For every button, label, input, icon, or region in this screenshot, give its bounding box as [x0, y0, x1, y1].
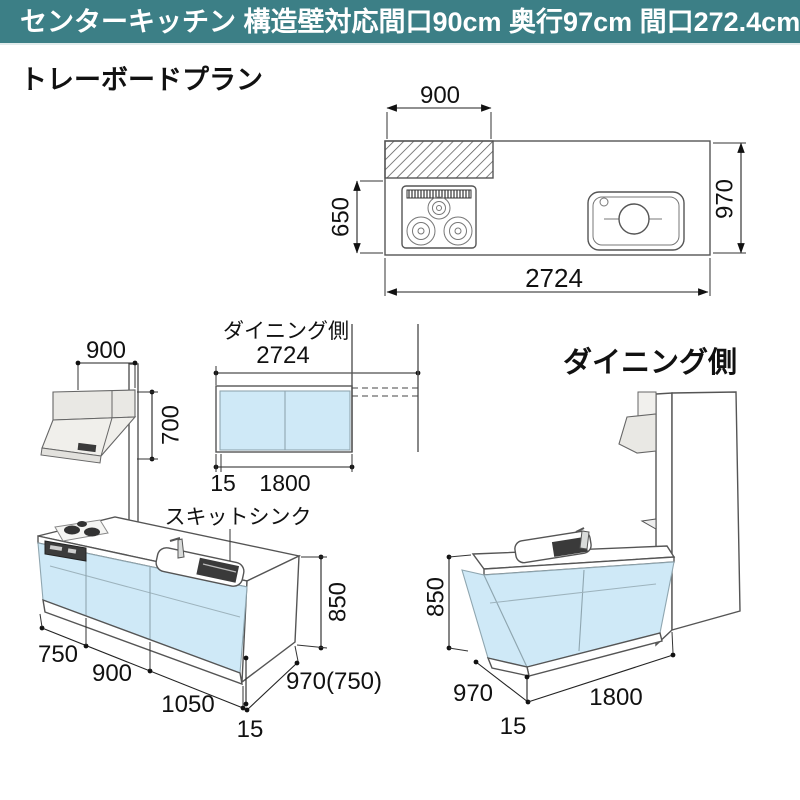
dim-dining-850: 850	[423, 554, 472, 652]
sink-callout: スキットシンク	[165, 506, 312, 561]
faucet-front-iso	[177, 538, 185, 559]
dim-cabinet-15-label: 15	[210, 470, 236, 496]
sink-callout-label: スキットシンク	[165, 506, 312, 529]
dim-cabinet-1800: 15 1800	[210, 454, 355, 496]
dim-front-15-label: 15	[237, 716, 264, 743]
front-iso-view: 900 700	[37, 337, 382, 743]
dim-front-900: 900	[75, 337, 138, 390]
cooktop-front-iso	[54, 519, 109, 542]
dim-dining-970-label: 970	[453, 680, 493, 707]
dim-plan-2724: 2724	[384, 258, 711, 296]
dim-front-900-label: 900	[86, 337, 126, 364]
cooktop-plan	[401, 185, 477, 249]
structural-wall-hatch	[384, 140, 494, 179]
dim-plan-650: 650	[328, 180, 383, 254]
header-bar: センターキッチン 構造壁対応間口90cm 奥行97cm 間口272.4cm	[0, 0, 800, 45]
dim-cabinet-2724	[213, 366, 421, 385]
dim-dining-970: 970	[453, 659, 531, 707]
toe-kick-front	[42, 598, 243, 686]
dim-dining-1800: 1800	[527, 631, 676, 711]
dim-front-970-750-label: 970(750)	[286, 668, 382, 695]
dim-plan-970: 970	[712, 142, 746, 254]
faucet-dining-iso	[579, 530, 590, 550]
dim-plan-650-label: 650	[328, 197, 355, 237]
structural-wall-front	[128, 363, 139, 524]
wall-cabinet-elevation: ダイニング側 2724 15 1800	[210, 320, 421, 496]
plan-title: トレーボードプラン	[20, 65, 263, 95]
sink-dining-iso	[514, 527, 592, 564]
plan-view: 900 650 970 2724	[328, 82, 746, 296]
dim-front-700: 700	[137, 389, 185, 462]
dim-front-970-750: 970(750)	[244, 645, 382, 713]
dining-side-heading: ダイニング側	[563, 345, 737, 379]
range-hood-dining	[618, 391, 657, 454]
range-hood-front	[40, 389, 137, 464]
dim-front-850-label: 850	[325, 582, 352, 622]
counter-front-iso	[37, 516, 302, 686]
dim-front-750-label: 750	[38, 641, 78, 668]
dim-plan-970-label: 970	[712, 179, 739, 219]
tall-cabinet-dining	[655, 391, 741, 647]
dim-dining-15-label: 15	[500, 713, 527, 740]
wall-cabinet-side-label: ダイニング側	[223, 320, 349, 343]
dim-front-700-label: 700	[158, 405, 185, 445]
dining-iso-view: 850 970 15 1800	[423, 391, 741, 740]
sink-plan	[587, 191, 685, 251]
dim-plan-900: 900	[386, 82, 492, 139]
wall-cabinet-2724-label: 2724	[256, 342, 309, 369]
dim-front-15: 15	[237, 655, 264, 743]
hood-switch-panel	[77, 442, 97, 453]
dim-front-segments: 750 900 1050	[38, 613, 246, 718]
dim-cabinet-1800-label: 1800	[259, 470, 310, 496]
dim-front-850: 850	[296, 554, 352, 651]
dim-front-1050-label: 1050	[161, 691, 214, 718]
counter-dining-iso	[461, 527, 676, 677]
dim-plan-900-label: 900	[420, 82, 460, 109]
sink-front-iso	[155, 537, 245, 587]
dim-front-900b-label: 900	[92, 660, 132, 687]
dim-plan-2724-label: 2724	[525, 263, 583, 293]
dim-dining-15: 15	[500, 674, 530, 740]
header-title: センターキッチン 構造壁対応間口90cm 奥行97cm 間口272.4cm	[20, 7, 800, 37]
dim-dining-1800-label: 1800	[589, 684, 642, 711]
counter-wall-bracket	[640, 518, 657, 530]
end-panel-front	[241, 554, 300, 684]
dim-dining-850-label: 850	[423, 577, 450, 617]
